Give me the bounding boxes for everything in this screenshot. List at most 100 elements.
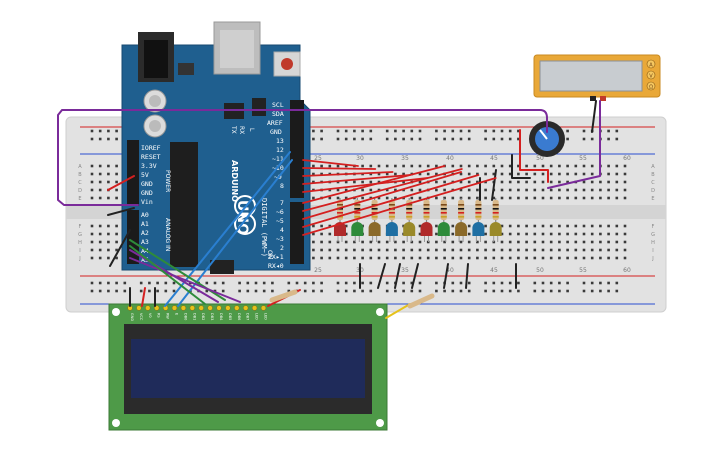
breadboard-hole[interactable] [615, 240, 619, 244]
rail-hole[interactable] [500, 129, 504, 133]
rail-hole[interactable] [238, 289, 241, 293]
breadboard-hole[interactable] [107, 256, 110, 260]
breadboard-hole[interactable] [541, 248, 545, 252]
breadboard-hole[interactable] [426, 256, 430, 260]
rail-hole[interactable] [599, 289, 602, 293]
breadboard-hole[interactable] [115, 248, 118, 252]
breadboard-hole[interactable] [533, 224, 537, 228]
breadboard-hole[interactable] [369, 256, 373, 260]
rail-hole[interactable] [90, 281, 94, 285]
breadboard-hole[interactable] [492, 164, 496, 168]
rail-hole[interactable] [566, 137, 569, 141]
breadboard-hole[interactable] [558, 240, 561, 244]
breadboard-hole[interactable] [385, 248, 389, 252]
breadboard-hole[interactable] [394, 248, 397, 252]
breadboard-hole[interactable] [443, 180, 446, 184]
breadboard-hole[interactable] [402, 180, 405, 184]
rail-hole[interactable] [410, 129, 414, 133]
breadboard-hole[interactable] [418, 188, 422, 192]
breadboard-hole[interactable] [566, 172, 569, 176]
rail-hole[interactable] [508, 289, 512, 293]
rail-hole[interactable] [394, 137, 397, 141]
rail-hole[interactable] [590, 289, 594, 293]
rail-hole[interactable] [410, 137, 414, 141]
breadboard-hole[interactable] [98, 224, 102, 228]
breadboard-hole[interactable] [459, 172, 463, 176]
rail-hole[interactable] [533, 281, 537, 285]
breadboard-hole[interactable] [435, 164, 438, 168]
led-with-resistor[interactable] [489, 198, 502, 242]
rail-hole[interactable] [508, 129, 512, 133]
potentiometer[interactable] [529, 121, 565, 157]
breadboard-hole[interactable] [394, 240, 397, 244]
breadboard-hole[interactable] [607, 224, 610, 228]
breadboard-hole[interactable] [467, 164, 471, 168]
rail-hole[interactable] [246, 289, 250, 293]
breadboard-hole[interactable] [623, 240, 627, 244]
breadboard-hole[interactable] [533, 164, 537, 168]
breadboard-hole[interactable] [115, 240, 118, 244]
lcd-pin[interactable] [234, 305, 240, 311]
rail-hole[interactable] [148, 281, 151, 285]
breadboard-hole[interactable] [590, 248, 594, 252]
lcd-pin[interactable] [225, 305, 231, 311]
rail-hole[interactable] [385, 281, 389, 285]
breadboard-hole[interactable] [435, 180, 438, 184]
multimeter-button-ohm[interactable] [646, 81, 656, 91]
breadboard-hole[interactable] [574, 232, 578, 236]
rail-hole[interactable] [615, 137, 619, 141]
breadboard-hole[interactable] [525, 232, 528, 236]
breadboard-hole[interactable] [402, 240, 405, 244]
rail-hole[interactable] [459, 129, 463, 133]
breadboard-hole[interactable] [385, 256, 389, 260]
breadboard-hole[interactable] [582, 180, 586, 184]
rail-hole[interactable] [599, 281, 602, 285]
breadboard-hole[interactable] [549, 180, 553, 184]
rail-hole[interactable] [451, 281, 455, 285]
breadboard-hole[interactable] [517, 248, 520, 252]
rail-hole[interactable] [90, 289, 94, 293]
breadboard-hole[interactable] [517, 188, 520, 192]
breadboard-hole[interactable] [558, 188, 561, 192]
rail-hole[interactable] [221, 289, 225, 293]
breadboard-hole[interactable] [476, 172, 479, 176]
rail-hole[interactable] [566, 129, 569, 133]
breadboard-hole[interactable] [377, 180, 381, 184]
breadboard-hole[interactable] [508, 188, 512, 192]
breadboard-hole[interactable] [90, 256, 94, 260]
breadboard-hole[interactable] [574, 188, 578, 192]
breadboard-hole[interactable] [590, 240, 594, 244]
rail-hole[interactable] [115, 129, 118, 133]
breadboard-hole[interactable] [508, 164, 512, 168]
rail-hole[interactable] [164, 289, 168, 293]
breadboard-hole[interactable] [377, 256, 381, 260]
rail-hole[interactable] [107, 289, 110, 293]
breadboard-hole[interactable] [590, 256, 594, 260]
rail-hole[interactable] [467, 129, 471, 133]
rail-hole[interactable] [435, 129, 438, 133]
rail-hole[interactable] [549, 281, 553, 285]
breadboard-hole[interactable] [361, 164, 364, 168]
breadboard-hole[interactable] [328, 188, 332, 192]
breadboard-hole[interactable] [517, 240, 520, 244]
breadboard-hole[interactable] [517, 196, 520, 200]
rail-hole[interactable] [172, 281, 176, 285]
breadboard-hole[interactable] [533, 256, 537, 260]
led[interactable] [403, 222, 416, 236]
breadboard-hole[interactable] [336, 180, 340, 184]
breadboard-hole[interactable] [98, 164, 102, 168]
rail-hole[interactable] [369, 137, 373, 141]
breadboard-hole[interactable] [394, 256, 397, 260]
rail-hole[interactable] [467, 289, 471, 293]
breadboard-hole[interactable] [549, 256, 553, 260]
rail-hole[interactable] [549, 289, 553, 293]
led-with-resistor[interactable] [385, 198, 398, 242]
rail-hole[interactable] [582, 289, 586, 293]
breadboard-hole[interactable] [467, 256, 471, 260]
lcd-pin[interactable] [216, 305, 222, 311]
breadboard-hole[interactable] [476, 164, 479, 168]
breadboard-hole[interactable] [435, 248, 438, 252]
breadboard-hole[interactable] [90, 196, 94, 200]
breadboard-hole[interactable] [623, 188, 627, 192]
